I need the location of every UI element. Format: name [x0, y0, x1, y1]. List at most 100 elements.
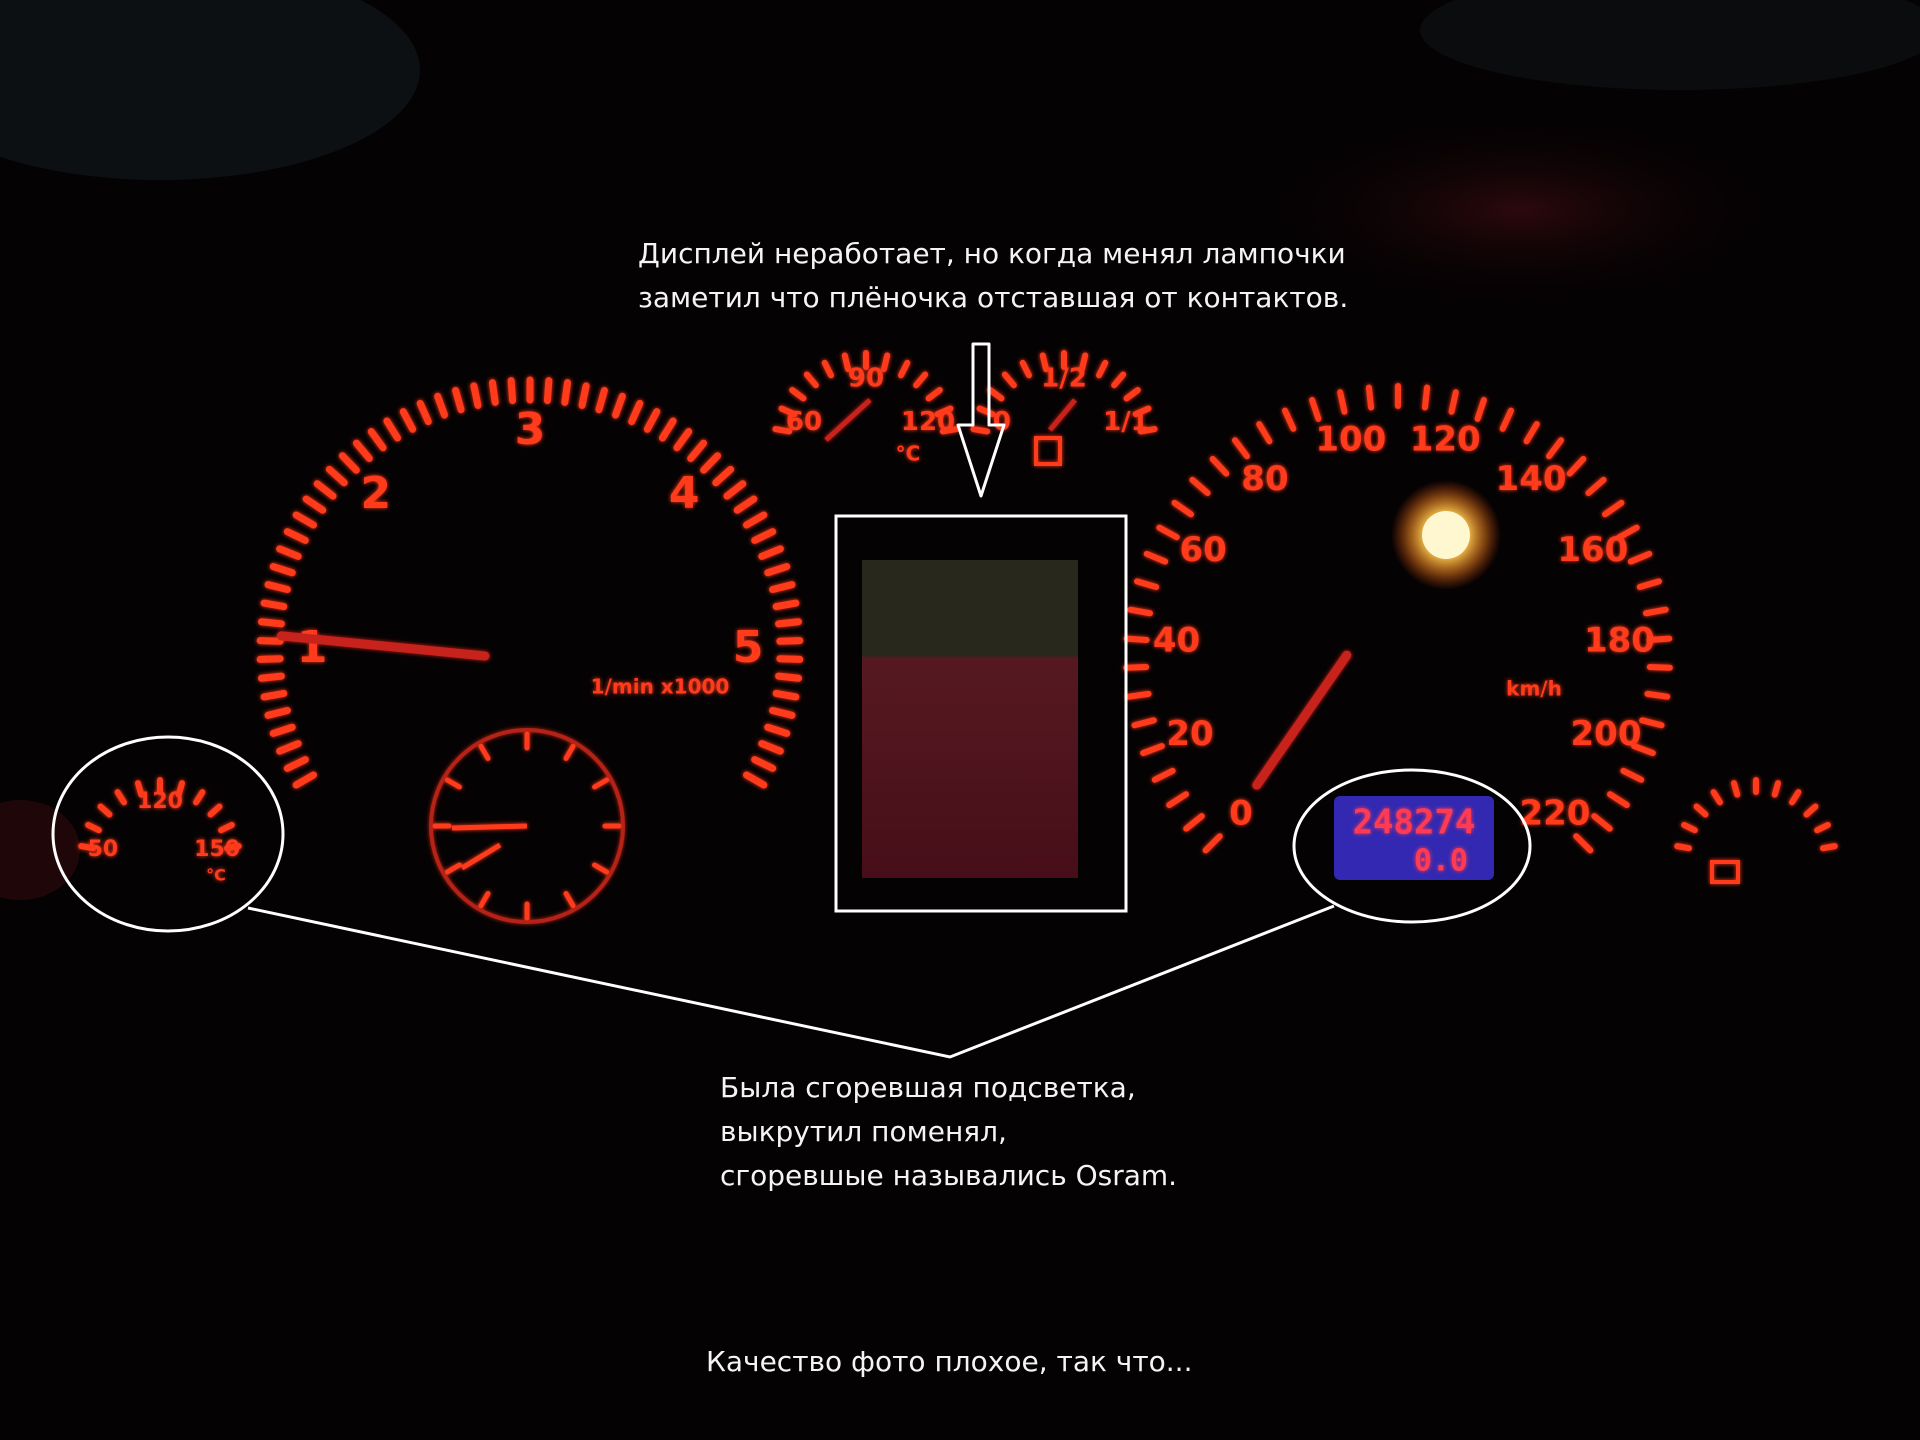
speedometer-tick [1134, 578, 1160, 591]
speedometer-tick [1123, 663, 1150, 671]
fuel-tick [1123, 387, 1141, 402]
temperature-tick [841, 352, 852, 373]
tachometer-tick [302, 495, 327, 514]
speedometer-tick [1573, 833, 1594, 854]
speedometer-tick [1474, 396, 1487, 422]
speedometer-tick [1631, 743, 1656, 757]
oil-temperature-tick [193, 789, 206, 806]
clock-tick [563, 743, 576, 761]
tachometer-tick [264, 581, 291, 594]
windshield-reflection-right [1420, 0, 1920, 90]
oil-temperature-ticks [78, 777, 242, 852]
temperature-unit: °C [896, 442, 921, 466]
fuel-pump-icon [1034, 436, 1062, 466]
temperature-label: 120 [901, 407, 955, 437]
fuel-gauge: 01/21/1 [970, 350, 1158, 466]
speedometer-label: 180 [1584, 621, 1655, 661]
speedometer-needle [1252, 650, 1352, 790]
oil-temperature-tick [97, 803, 113, 818]
fuel-tick [1096, 359, 1109, 379]
speedometer-tick [1566, 455, 1587, 477]
right-auxiliary-tick [1819, 843, 1838, 852]
speedometer-label: 60 [1179, 530, 1226, 570]
speedometer-tick [1606, 791, 1630, 809]
oil-temperature-tick [175, 780, 186, 798]
fuel-tick [1137, 426, 1158, 435]
tachometer-tick [758, 740, 784, 755]
temperature-needle [824, 398, 872, 442]
tachometer-tick [764, 563, 791, 577]
tachometer-tick [751, 756, 777, 772]
right-auxiliary-tick [1674, 843, 1693, 852]
speedometer-label: 20 [1166, 714, 1213, 754]
speedometer-tick [1642, 606, 1669, 617]
speedometer-tick [1256, 421, 1273, 445]
odometer-display: 248274 0.0 [1334, 796, 1494, 880]
speedometer-unit: km/h [1506, 677, 1562, 701]
temperature-tick [913, 371, 929, 389]
tachometer-tick [775, 672, 803, 682]
tachometer-tick [257, 672, 285, 682]
warning-lamp [1422, 511, 1470, 559]
temperature-tick [821, 359, 834, 379]
tachometer-tick [776, 637, 804, 645]
right-auxiliary-tick [1771, 780, 1782, 798]
temperature-tick [934, 405, 954, 418]
clock-tick [478, 743, 491, 761]
right-auxiliary-tick [1803, 803, 1819, 818]
speedometer-label: 0 [1229, 793, 1253, 833]
tachometer-tick [470, 382, 482, 409]
tachometer-tick [313, 480, 337, 500]
fuel-tick [1111, 371, 1127, 389]
tachometer-tick [260, 599, 288, 611]
speedometer-tick [1231, 437, 1250, 460]
tachometer-tick [416, 399, 432, 426]
tachometer-tick [352, 439, 373, 462]
windshield-reflection-left [0, 0, 420, 180]
clock-ticks [432, 731, 622, 921]
speedometer-tick [1166, 791, 1190, 809]
oil-temperature-tick [207, 803, 223, 818]
odometer-total: 248274 [1353, 803, 1476, 843]
tachometer-tick [264, 706, 291, 719]
speedometer-tick [1591, 813, 1613, 832]
right-auxiliary-ticks [1674, 777, 1838, 852]
speedometer-tick [1202, 833, 1223, 854]
speedometer-tick [1171, 499, 1195, 518]
clock-hand-hour [451, 823, 528, 831]
tachometer-tick [776, 655, 804, 663]
tachometer-tick [256, 637, 284, 645]
tachometer-tick [260, 689, 288, 701]
speedometer-label: 140 [1496, 459, 1567, 499]
temperature-tick [898, 359, 911, 379]
speedometer-tick [1123, 635, 1150, 644]
battery-icon [1710, 860, 1740, 884]
right-auxiliary-tick [1730, 780, 1741, 798]
oil-gauge-highlight-ellipse [51, 735, 285, 933]
temperature-label: 90 [848, 364, 884, 394]
clock-tick [444, 777, 462, 790]
speedometer-tick [1627, 550, 1653, 565]
temperature-gauge: 60 90 120 °C [772, 350, 960, 466]
tachometer-tick [643, 408, 661, 433]
clock-tick [592, 862, 610, 875]
tachometer-tick [687, 439, 708, 462]
tachometer-ticks [256, 376, 804, 789]
tachometer-tick [276, 545, 302, 560]
speedometer-tick [1151, 767, 1176, 783]
odometer-trip: 0.0 [1414, 844, 1468, 879]
tachometer-tick [595, 386, 608, 414]
oil-temperature-tick [223, 843, 242, 852]
speedometer-tick [1125, 690, 1152, 700]
fuel-ticks [970, 350, 1158, 435]
temperature-label: 60 [786, 407, 822, 437]
tachometer-tick [283, 528, 309, 544]
tachometer-tick [700, 452, 722, 474]
annotation-top-line-2: заметил что плёночка отставшая от контак… [638, 281, 1349, 314]
tachometer-tick [367, 428, 387, 452]
speedometer-ticks [1123, 383, 1673, 854]
oil-temperature-tick [218, 821, 235, 834]
oil-temperature-unit: °C [206, 866, 226, 885]
